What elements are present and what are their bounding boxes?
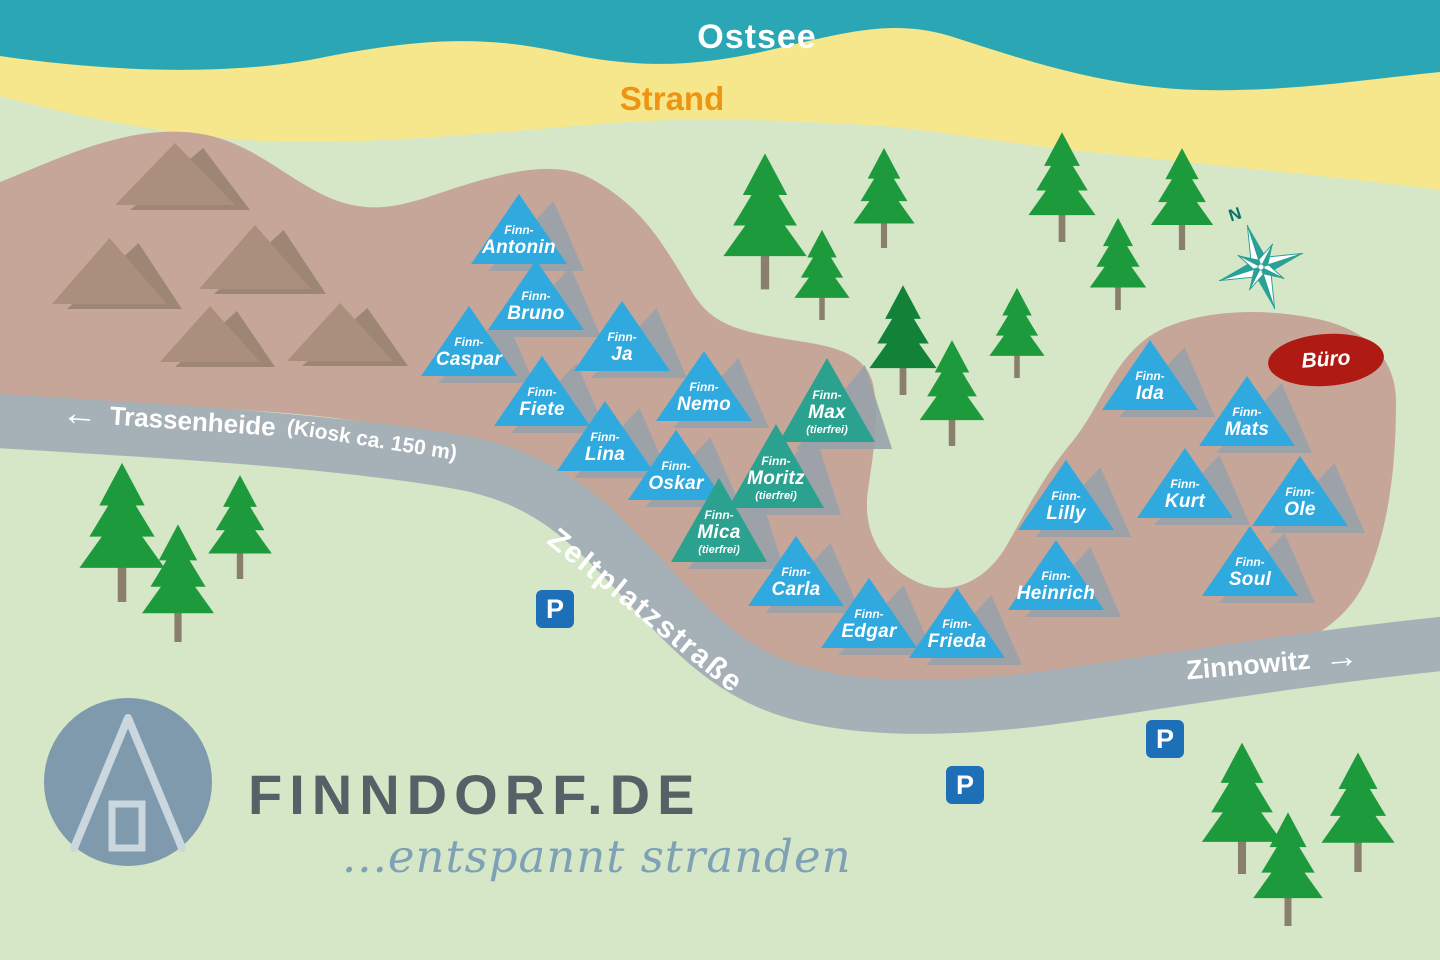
hut-prefix: Finn- <box>942 617 972 631</box>
hut-prefix: Finn- <box>1285 485 1315 499</box>
hut-prefix: Finn- <box>704 508 734 522</box>
brand-tagline: ...entspannt stranden <box>342 830 852 883</box>
pine-tree-icon <box>1088 216 1148 310</box>
beach-label: Strand <box>619 80 725 117</box>
hut-marker-soul: Finn-Soul <box>1202 526 1298 596</box>
road-label-trassenheide: ← Trassenheide (Kiosk ca. 150 m) <box>60 391 460 465</box>
hut-name: Mats <box>1224 419 1270 440</box>
hut-prefix: Finn- <box>1041 569 1071 583</box>
dune-icon <box>287 303 393 361</box>
hut-marker-carla: Finn-Carla <box>748 536 844 606</box>
hut-marker-lilly: Finn-Lilly <box>1018 460 1114 530</box>
hut-marker-frieda: Finn-Frieda <box>909 588 1005 658</box>
brand-title: FINNDORF.DE <box>248 763 702 826</box>
pine-tree-icon <box>852 146 916 248</box>
hut-name: Nemo <box>677 394 731 415</box>
dune-icon <box>52 238 167 304</box>
hut-marker-lina: Finn-Lina <box>557 401 653 471</box>
hut-prefix: Finn- <box>1232 405 1262 419</box>
hut-marker-fiete: Finn-Fiete <box>494 356 590 426</box>
tent-icon <box>70 714 186 852</box>
hut-marker-ida: Finn-Ida <box>1102 340 1198 410</box>
hut-prefix: Finn- <box>454 335 484 349</box>
hut-marker-kurt: Finn-Kurt <box>1137 448 1233 518</box>
dune-icon <box>115 143 235 205</box>
hut-prefix: Finn- <box>504 223 534 237</box>
hut-name: Ole <box>1284 499 1316 520</box>
dune-icon <box>160 306 260 362</box>
pine-tree-icon <box>793 228 851 320</box>
arrow-left-icon: ← <box>60 391 100 435</box>
hut-prefix: Finn- <box>1135 369 1165 383</box>
pine-tree-icon <box>918 338 986 446</box>
hut-marker-caspar: Finn-Caspar <box>421 306 517 376</box>
hut-prefix: Finn- <box>521 289 551 303</box>
compass-star-icon <box>1218 224 1304 310</box>
dune-icon <box>199 225 311 289</box>
hut-name: Edgar <box>841 621 897 642</box>
hut-marker-oskar: Finn-Oskar <box>628 430 724 500</box>
road-label-zinnowitz: Zinnowitz → <box>1184 636 1360 688</box>
hut-marker-bruno: Finn-Bruno <box>488 260 584 330</box>
hut-prefix: Finn- <box>590 430 620 444</box>
pine-tree-icon <box>1251 810 1325 926</box>
hut-prefix: Finn- <box>812 388 842 402</box>
parking-icon: P <box>1146 720 1184 758</box>
hut-name: Lina <box>584 444 626 465</box>
pine-tree-icon <box>988 286 1046 378</box>
pine-tree-icon <box>140 522 216 642</box>
hut-marker-moritz: Finn-Moritz(tierfrei) <box>728 424 824 508</box>
hut-marker-edgar: Finn-Edgar <box>821 578 917 648</box>
hut-name: Lilly <box>1046 503 1086 524</box>
hut-prefix: Finn- <box>761 454 791 468</box>
sea-label: Ostsee <box>697 18 817 56</box>
hut-prefix: Finn- <box>1235 555 1265 569</box>
hut-prefix: Finn- <box>689 380 719 394</box>
hut-name: Ja <box>611 344 633 365</box>
logo-badge <box>44 698 212 866</box>
pine-tree-icon <box>1027 130 1097 242</box>
hut-name: Antonin <box>482 237 556 258</box>
hut-prefix: Finn- <box>607 330 637 344</box>
pine-tree-icon <box>1319 750 1397 872</box>
hut-note: (tierfrei) <box>698 544 740 556</box>
hut-name: Soul <box>1228 569 1272 590</box>
arrow-right-icon: → <box>1322 636 1360 678</box>
hut-marker-antonin: Finn-Antonin <box>471 194 567 264</box>
compass-rose: N <box>1205 204 1320 320</box>
hut-name: Carla <box>771 579 821 600</box>
hut-marker-mica: Finn-Mica(tierfrei) <box>671 478 767 562</box>
hut-name: Frieda <box>927 631 987 652</box>
hut-name: Mica <box>697 522 741 543</box>
hut-name: Max <box>808 402 846 423</box>
hut-marker-max: Finn-Max(tierfrei) <box>779 358 875 442</box>
hut-prefix: Finn- <box>1051 489 1081 503</box>
road-kiosk-note: (Kiosk ca. 150 m) <box>285 415 459 465</box>
hut-name: Ida <box>1135 383 1165 404</box>
hut-name: Caspar <box>435 349 503 370</box>
road-east-label: Zinnowitz <box>1184 644 1312 685</box>
hut-prefix: Finn- <box>661 459 691 473</box>
hut-prefix: Finn- <box>527 385 557 399</box>
hut-prefix: Finn- <box>854 607 884 621</box>
hut-name: Kurt <box>1164 491 1206 512</box>
parking-icon: P <box>536 590 574 628</box>
hut-prefix: Finn- <box>1170 477 1200 491</box>
hut-name: Heinrich <box>1016 583 1096 604</box>
hut-marker-nemo: Finn-Nemo <box>656 351 752 421</box>
hut-marker-heinrich: Finn-Heinrich <box>1008 540 1104 610</box>
hut-marker-mats: Finn-Mats <box>1199 376 1295 446</box>
parking-icon: P <box>946 766 984 804</box>
hut-prefix: Finn- <box>781 565 811 579</box>
road-town-label: Trassenheide <box>108 399 277 442</box>
hut-marker-ja: Finn-Ja <box>574 301 670 371</box>
pine-tree-icon <box>206 473 274 579</box>
hut-marker-ole: Finn-Ole <box>1252 456 1348 526</box>
